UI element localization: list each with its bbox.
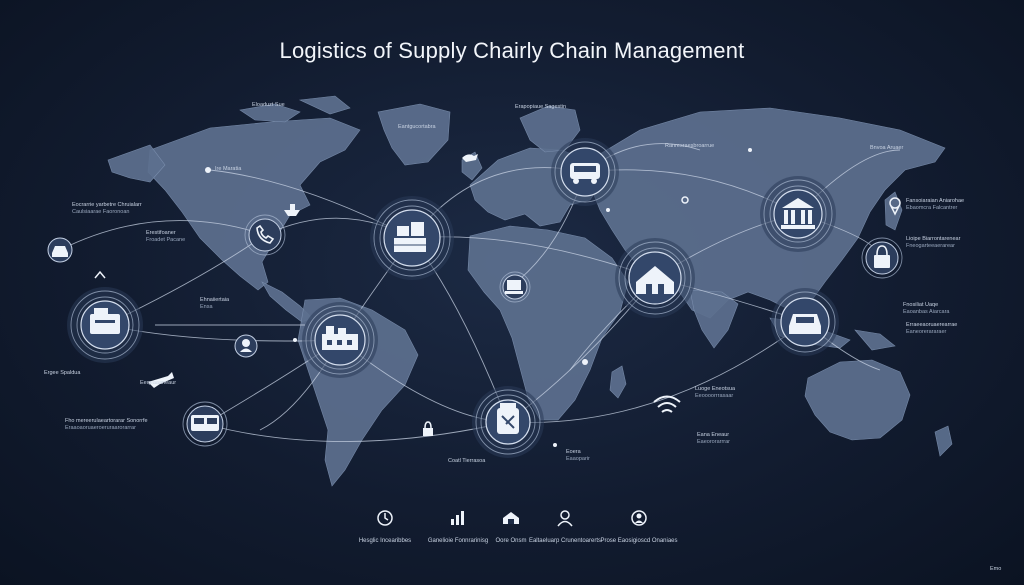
warehouse-icon [503, 512, 519, 524]
marker-dot [205, 167, 211, 173]
legend-label: Oore Onsm [495, 538, 527, 544]
legend-label: Hesglic Incearibbes [358, 538, 412, 544]
australia [804, 359, 911, 441]
pallet-icon [505, 280, 523, 294]
legend-item-5: Prose Eaosigioscd Onaniaes [584, 508, 694, 545]
hub-user[interactable] [234, 334, 258, 358]
marker-dot [293, 338, 297, 342]
bank-icon [781, 198, 815, 229]
truck-icon [570, 163, 600, 184]
legend-item-1: Hesglic Incearibbes [330, 508, 440, 545]
person-icon [631, 510, 647, 526]
hub-truck-small[interactable] [182, 401, 228, 447]
hub-south-america[interactable] [302, 302, 378, 378]
legend-item-3: Oore Onsm [456, 508, 566, 545]
hub-pallet[interactable] [499, 271, 531, 303]
legend-item-4: Ealtaeluarp Crunentoarerts [510, 508, 620, 545]
hub-phone[interactable] [244, 214, 286, 256]
page-title: Logistics of Supply Chairly Chain Manage… [279, 38, 745, 63]
marker-dot [606, 208, 610, 212]
label-south-america-bottom: Coatl Tierrasoa [448, 458, 486, 464]
delivery-truck-icon [191, 415, 219, 431]
location-pin-icon [889, 197, 901, 216]
wifi-icon [653, 395, 681, 413]
hub-europe[interactable] [551, 138, 619, 206]
shopping-bag-icon [874, 245, 890, 268]
user-pin-icon [242, 339, 250, 347]
hub-bag[interactable] [861, 237, 903, 279]
hub-middle-east[interactable] [615, 238, 695, 318]
india [689, 289, 739, 349]
hub-asia[interactable] [760, 176, 836, 252]
boxes-icon [394, 222, 426, 252]
marker-dot [681, 196, 689, 204]
legend-item-2: Ganelioie Fonnrarinisg [403, 508, 513, 545]
label-europe-north: Erapopiaue Sagestin [515, 104, 567, 110]
africa [467, 225, 629, 421]
new-zealand [934, 425, 953, 457]
legend-label: Prose Eaosigioscd Onaniaes [600, 538, 678, 544]
warehouse-icon [636, 266, 674, 294]
label-na-west: Ire Maratia [215, 166, 242, 172]
ship-icon [284, 204, 300, 216]
bar-chart-icon [451, 511, 464, 525]
car-icon [789, 314, 821, 334]
label-russia: Ranresraesbroarrue [665, 143, 715, 149]
madagascar [609, 365, 627, 399]
scandinavia [519, 105, 581, 153]
clock-icon [377, 510, 393, 526]
marker-dot [748, 148, 752, 152]
arrow-icon [94, 270, 106, 279]
storage-tank-icon [90, 308, 120, 334]
marker-dot [553, 443, 557, 447]
hub-west-coast[interactable] [67, 287, 143, 363]
label-south-america-left: Ergee Spaldua [44, 370, 81, 376]
hub-usa[interactable] [370, 196, 454, 280]
north-america [147, 117, 361, 291]
label-na-bottom: Eeqeaaaneaur [140, 380, 177, 386]
car-small-icon [52, 246, 68, 257]
hub-ocean[interactable] [472, 386, 544, 458]
marker-dot [582, 359, 588, 365]
user-icon [557, 510, 573, 527]
container-icon [497, 403, 519, 434]
greenland [377, 103, 451, 166]
plane-icon [148, 372, 174, 388]
canada-islands [239, 95, 351, 123]
label-corner: Emo [990, 566, 1002, 572]
alaska [107, 144, 166, 183]
factory-icon [322, 326, 358, 350]
lock-icon [423, 421, 433, 436]
legend-label: Ealtaeluarp Crunentoarerts [528, 538, 602, 544]
legend-label: Ganelioie Fonnrarinisg [427, 538, 489, 544]
label-na-north: Eloaduzt Sue [252, 102, 285, 108]
hub-southeast-asia[interactable] [771, 288, 839, 356]
hand-icon [462, 154, 478, 162]
label-far-east: Bnvoa Aruaer [870, 145, 904, 151]
hub-car-left[interactable] [47, 237, 73, 263]
label-greenland: Eantgucortabra [398, 124, 436, 130]
phone-icon [256, 224, 275, 244]
